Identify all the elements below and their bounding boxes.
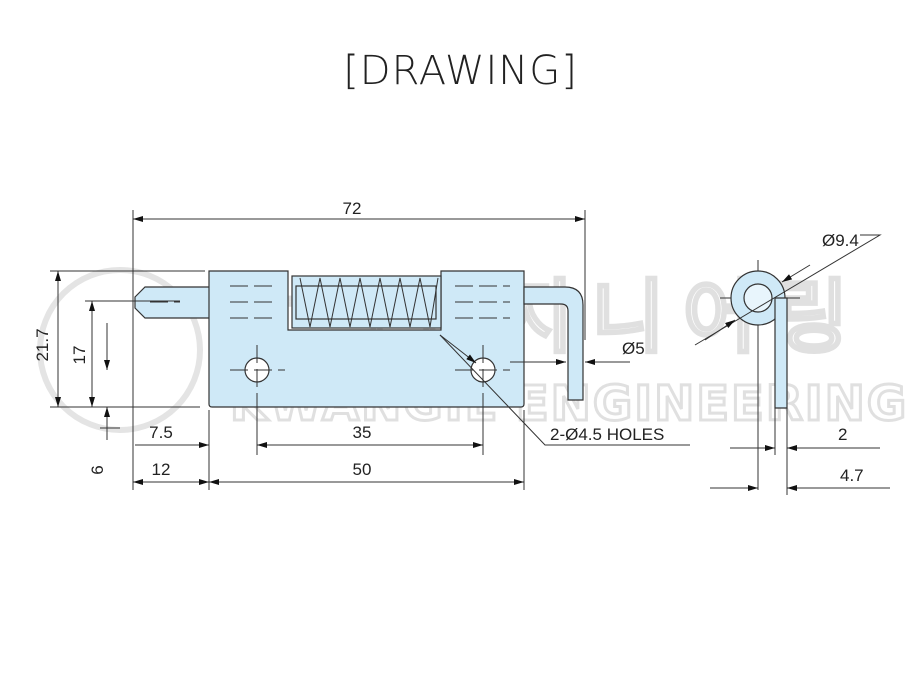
watermark-logo-circle xyxy=(37,267,203,433)
drawing-title: [DRAWING] xyxy=(343,48,578,94)
dim-pin-diameter: Ø5 xyxy=(622,339,645,358)
hook-handle xyxy=(523,286,584,401)
dim-pin-length: 12 xyxy=(152,460,171,479)
dim-holes: 2-Ø4.5 HOLES xyxy=(550,425,664,444)
dim-hole-edge: 7.5 xyxy=(149,423,173,442)
dimension-lines xyxy=(50,210,690,490)
dim-hole-spacing: 35 xyxy=(353,423,372,442)
dim-height: 21.7 xyxy=(33,328,52,361)
dim-side-width: 4.7 xyxy=(840,466,864,485)
base-plate xyxy=(208,270,525,408)
dim-plate-length: 50 xyxy=(353,460,372,479)
dim-overall-length: 72 xyxy=(343,199,362,218)
latch-front-view xyxy=(134,270,584,408)
dim-hole-height: 17 xyxy=(70,346,89,365)
side-plate xyxy=(774,297,788,409)
dim-thickness: 2 xyxy=(838,425,847,444)
latch-side-view xyxy=(694,234,890,495)
dim-offset: 6 xyxy=(88,465,107,474)
barrel-inner xyxy=(743,283,773,313)
spring-coil xyxy=(299,277,439,328)
latch-pin-tip xyxy=(134,286,211,319)
dim-barrel-diameter: Ø9.4 xyxy=(822,231,859,250)
